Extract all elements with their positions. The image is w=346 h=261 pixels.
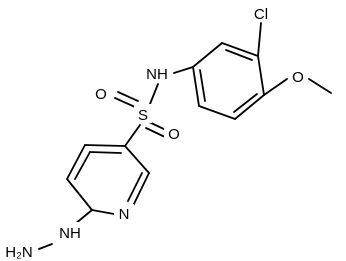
bond-pyridine-3 xyxy=(91,209,115,215)
bond-pyridine-double-3 xyxy=(89,151,122,154)
bond-s-pyridine xyxy=(124,124,141,147)
bond-benzene-6 xyxy=(192,42,223,68)
bond-benzene-double-3 xyxy=(199,69,206,102)
label-bg-o-bottom xyxy=(164,123,184,142)
atom-label-o-top: O xyxy=(95,86,107,103)
label-bg-s xyxy=(134,104,152,123)
bond-pyridine-double-1 xyxy=(127,172,143,202)
bond-ring-nh xyxy=(74,209,93,225)
label-bg-nh xyxy=(143,64,171,82)
bond-benzene-2 xyxy=(257,55,265,96)
bond-pyridine-1 xyxy=(124,145,150,174)
bond-benzene-5 xyxy=(192,66,200,107)
label-bg-o-top xyxy=(91,83,111,102)
bond-pyridine-4 xyxy=(66,178,93,211)
atom-label-s: S xyxy=(138,107,148,124)
label-bg-cl xyxy=(250,4,272,22)
atom-label-o-methoxy: O xyxy=(292,69,304,86)
bond-benzene-1 xyxy=(221,42,259,57)
bond-benzene-3 xyxy=(234,94,265,120)
atom-label-layer: NH S O O Cl O N NH H₂N xyxy=(0,4,308,261)
label-bg-hydrazine-nh xyxy=(56,222,84,241)
atom-label-n-ring: N xyxy=(119,206,130,223)
bond-pyridine-6 xyxy=(84,144,126,147)
bond-layer xyxy=(38,22,332,250)
bond-s-o-top-a xyxy=(117,91,139,102)
bond-s-o-top-b xyxy=(114,97,136,108)
bond-o-methyl xyxy=(308,78,332,94)
atom-label-o-bottom: O xyxy=(168,126,180,143)
bond-benzene-double-1 xyxy=(225,49,253,61)
atom-label-nh: NH xyxy=(146,66,168,83)
label-bg-n-ring xyxy=(114,204,134,223)
bond-benzene-double-2 xyxy=(233,93,258,113)
bond-c-o-methoxy xyxy=(263,78,288,96)
bond-s-o-bottom-b xyxy=(145,127,166,138)
bond-nh-nh2 xyxy=(38,243,53,250)
bond-benzene-4 xyxy=(198,105,236,120)
atom-label-h2n: H₂N xyxy=(5,244,33,261)
bond-pyridine-double-2 xyxy=(74,151,91,180)
atom-label-hydrazine-nh: NH xyxy=(59,225,81,242)
atom-label-cl: Cl xyxy=(254,6,268,23)
bond-pyridine-5 xyxy=(66,144,86,180)
label-bg-h2n xyxy=(0,242,38,261)
bond-pyridine-2 xyxy=(131,172,150,209)
bond-s-nh xyxy=(149,83,159,105)
bond-nh-aryl xyxy=(173,66,194,74)
bond-c-cl xyxy=(257,22,262,57)
label-bg-o-methoxy xyxy=(288,67,308,86)
